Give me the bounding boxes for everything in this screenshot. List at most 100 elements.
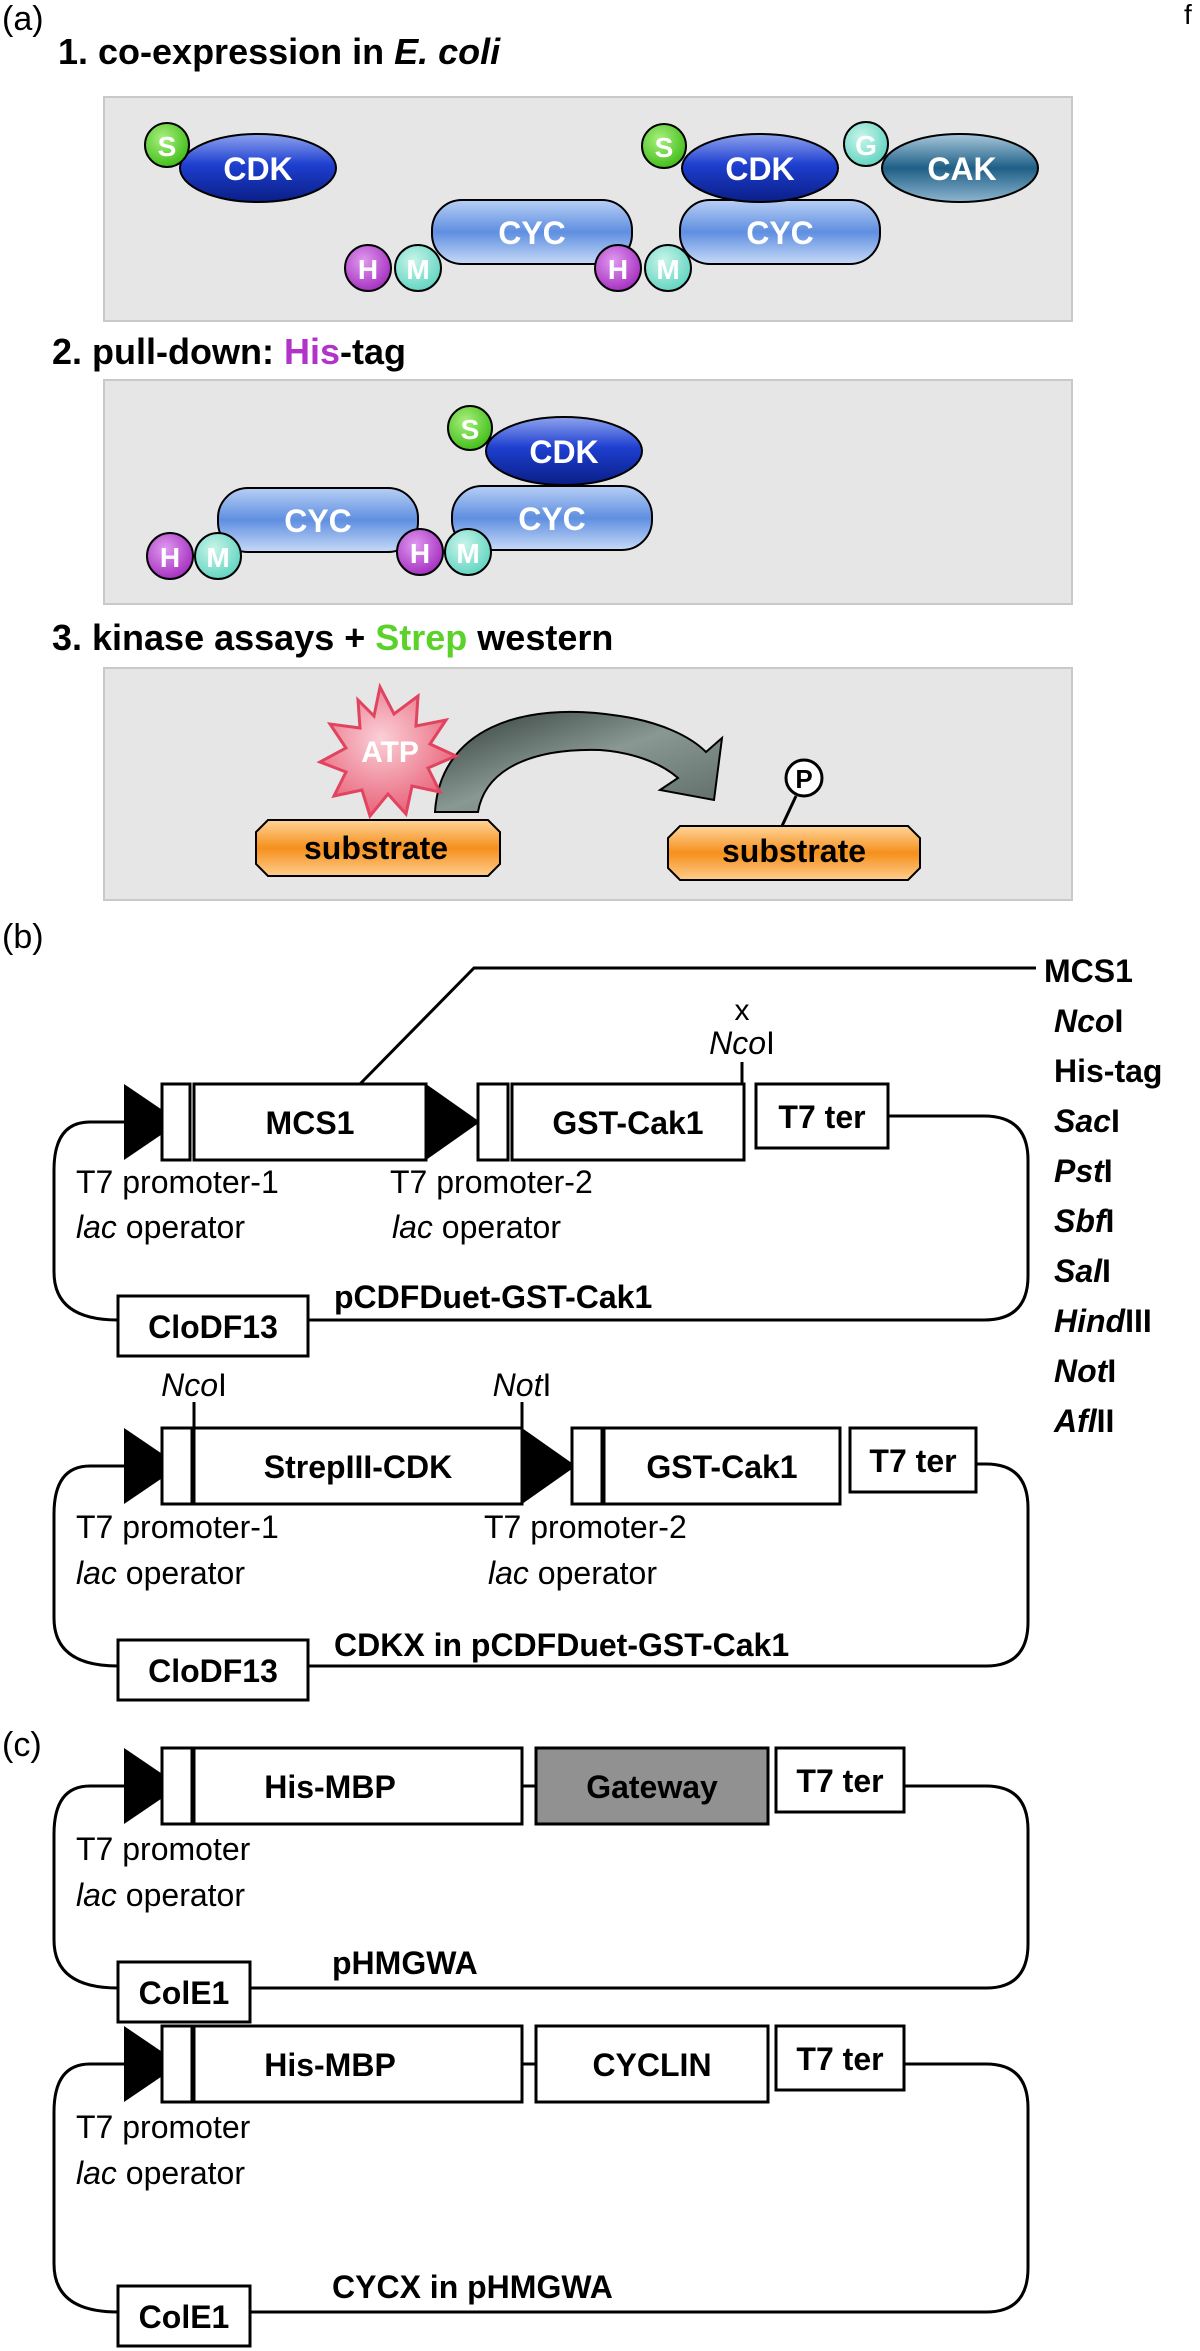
p4-cyclin-box [534,2024,770,2104]
h-label-1: H [358,254,378,285]
p1-name: pCDFDuet-GST-Cak1 [334,1279,652,1315]
p3-gateway-label: Gateway [586,1769,718,1805]
p1-rbs1 [160,1082,192,1162]
s-label-1: S [158,131,177,162]
p2-gst-cak1-box [602,1426,842,1506]
p2-rbs2 [570,1426,604,1506]
p2-rbs1 [160,1426,194,1506]
s-label-3: S [461,414,480,445]
transfer-arrow [433,710,724,813]
p1-operator1-label: lac operator [76,1209,245,1245]
his-tag-3 [146,532,194,580]
p1-rbs2 [476,1082,510,1162]
g-label: G [855,130,877,161]
corner-letter: f [1184,0,1192,30]
step2-title: 2. pull-down: His-tag [52,331,406,372]
p4-promoter-arrow [124,2026,180,2102]
substrate-label-2: substrate [722,833,866,869]
p1-backbone-left [52,1120,126,1322]
p4-promoter-label: T7 promoter [76,2109,251,2145]
mcs1-callout-line [358,966,1036,1086]
p3-backbone-left [52,1784,126,1990]
p3-rbs [160,1746,194,1826]
mcs-item: HindIII [1054,1303,1152,1339]
p3-origin-label: ColE1 [139,1975,230,2011]
p3-origin-box [116,1960,252,2024]
h-label-3: H [160,542,180,573]
cyc-label-3: CYC [284,503,352,539]
p1-origin-box [116,1294,310,1358]
p3-terminator-box [774,1746,906,1814]
p2-origin-box [116,1638,310,1702]
p2-operator1-label: lac operator [76,1555,245,1591]
atp-label: ATP [361,736,419,769]
his-tag-4 [396,528,444,576]
cdk-label-3: CDK [529,434,598,470]
p1-promoter1-arrow [124,1084,180,1160]
panel-b-label: (b) [2,918,44,956]
p2-terminator-label: T7 ter [869,1443,956,1479]
step3-box [103,667,1073,901]
cak-shape [881,133,1039,203]
panel-a-label: (a) [2,0,44,38]
p1-mcs1-box [192,1082,428,1162]
p1-nco-site: NcoI [709,1025,775,1061]
mbp-tag-2 [644,244,692,292]
p3-name: pHMGWA [332,1945,478,1981]
p2-nco-site: NcoI [161,1367,227,1403]
mcs-list: NcoI His-tag SacI PstI SbfI SalI HindIII… [1053,1003,1162,1439]
mcs-item: NotI [1054,1353,1116,1389]
mbp-tag-3 [194,532,242,580]
p1-promoter2-label: T7 promoter-2 [390,1164,593,1200]
cdk-label-2: CDK [725,151,794,187]
phospho-bond [780,795,798,827]
p4-rbs [160,2024,194,2104]
mcs-item: SalI [1054,1253,1111,1289]
p4-tag-label: His-MBP [264,2047,396,2083]
p1-site-mark: x [735,994,750,1027]
gst-tag [843,121,889,167]
h-label-4: H [410,538,430,569]
p4-tag-box [192,2024,524,2104]
p2-name: CDKX in pCDFDuet-GST-Cak1 [334,1627,789,1663]
his-tag-2 [594,244,642,292]
p3-promoter-label: T7 promoter [76,1831,251,1867]
mbp-tag-4 [444,528,492,576]
p1-gst-cak1-box [510,1082,746,1162]
p3-backbone-right [250,1784,1030,1990]
mcs-item: His-tag [1054,1053,1162,1089]
p1-mcs1-label: MCS1 [266,1105,355,1141]
cyc-label-2: CYC [746,215,814,251]
substrate-label-1: substrate [304,830,448,866]
strep-tag-1 [144,122,190,168]
panel-c-label: (c) [2,1726,42,1764]
p1-origin-label: CloDF13 [148,1309,278,1345]
p3-operator-label: lac operator [76,1877,245,1913]
p2-gst-cak1-label: GST-Cak1 [646,1449,797,1485]
mcs-item: SbfI [1054,1203,1114,1239]
p2-promoter1-label: T7 promoter-1 [76,1509,279,1545]
mbp-tag-1 [394,244,442,292]
p4-backbone-left [52,2062,126,2314]
m-label-4: M [456,538,479,569]
step1-title: 1. co-expression in E. coli [58,31,501,72]
cyc-label-1: CYC [498,215,566,251]
p4-terminator-box [774,2024,906,2092]
p3-tag-label: His-MBP [264,1769,396,1805]
p2-origin-label: CloDF13 [148,1653,278,1689]
p2-terminator-box [848,1426,978,1494]
p1-terminator-box [754,1082,890,1150]
mcs-item: PstI [1054,1153,1113,1189]
p2-promoter2-label: T7 promoter-2 [484,1509,687,1545]
cyc-label-4: CYC [518,501,586,537]
p4-operator-label: lac operator [76,2155,245,2191]
p4-origin-box [116,2284,252,2348]
p2-insert-label: StrepIII-CDK [264,1449,452,1485]
atp-star [316,682,460,820]
m-label-2: M [656,254,679,285]
p4-cyclin-label: CYCLIN [592,2047,711,2083]
p2-operator2-label: lac operator [488,1555,657,1591]
p2-not-site: NotI [493,1367,552,1403]
p2-promoter2-arrow [522,1428,576,1504]
